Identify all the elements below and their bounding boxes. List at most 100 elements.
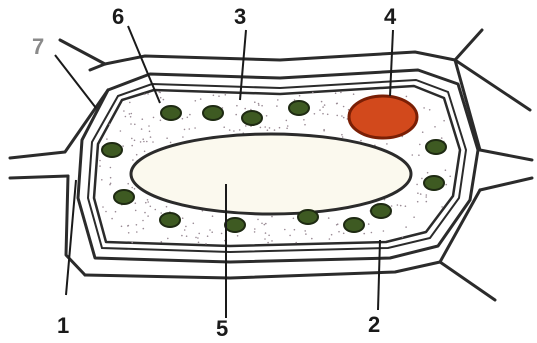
stipple-dot (371, 232, 373, 234)
stipple-dot (105, 211, 107, 213)
label-2: 2 (368, 312, 380, 337)
stipple-dot (265, 232, 267, 234)
stipple-dot (99, 160, 101, 162)
stipple-dot (245, 125, 247, 127)
stipple-dot (254, 101, 256, 103)
stipple-dot (212, 215, 214, 217)
stipple-dot (417, 192, 419, 194)
stipple-dot (327, 114, 329, 116)
stipple-dot (287, 125, 289, 127)
stipple-dot (254, 228, 256, 230)
stipple-dot (136, 231, 138, 233)
stipple-dot (299, 95, 301, 97)
label-7: 7 (32, 34, 44, 59)
stipple-dot (122, 145, 124, 147)
stipple-dot (329, 238, 331, 240)
stipple-dot (322, 113, 324, 115)
stipple-dot (266, 115, 268, 117)
stipple-dot (449, 176, 451, 178)
stipple-dot (161, 241, 163, 243)
label-5: 5 (216, 316, 228, 341)
stipple-dot (233, 130, 235, 132)
stipple-dot (264, 238, 266, 240)
stipple-dot (186, 235, 188, 237)
stipple-dot (363, 233, 365, 235)
stipple-dot (140, 141, 142, 143)
label-6: 6 (112, 4, 124, 29)
stipple-dot (286, 120, 288, 122)
stipple-dot (368, 223, 370, 225)
leader-line-2 (378, 240, 380, 310)
stipple-dot (427, 172, 429, 174)
stipple-dot (195, 237, 197, 239)
stipple-dot (200, 98, 202, 100)
stipple-dot (223, 126, 225, 128)
stipple-dot (163, 99, 165, 101)
stipple-dot (142, 138, 144, 140)
stipple-dot (237, 235, 239, 237)
stipple-dot (130, 123, 132, 125)
label-3: 3 (234, 4, 246, 29)
chloroplast (426, 140, 446, 154)
stipple-dot (422, 131, 424, 133)
stipple-dot (120, 130, 122, 132)
stipple-dot (111, 218, 113, 220)
stipple-dot (127, 183, 129, 185)
stipple-dot (386, 143, 388, 145)
stipple-dot (336, 224, 338, 226)
stipple-dot (134, 188, 136, 190)
stipple-dot (338, 231, 340, 233)
stipple-dot (207, 235, 209, 237)
stipple-dot (400, 205, 402, 207)
chloroplast (289, 101, 309, 115)
stipple-dot (397, 204, 399, 206)
stipple-dot (284, 229, 286, 231)
stipple-dot (322, 106, 324, 108)
stipple-dot (335, 92, 337, 94)
stipple-dot (235, 114, 237, 116)
stipple-dot (353, 93, 355, 95)
stipple-dot (261, 223, 263, 225)
stipple-dot (276, 105, 278, 107)
stipple-dot (417, 201, 419, 203)
stipple-dot (274, 129, 276, 131)
stipple-dot (426, 201, 428, 203)
stipple-dot (136, 224, 138, 226)
stipple-dot (193, 223, 195, 225)
stipple-dot (340, 92, 342, 94)
stipple-dot (218, 95, 220, 97)
stipple-dot (279, 127, 281, 129)
stipple-dot (166, 137, 168, 139)
stipple-dot (445, 169, 447, 171)
stipple-dot (336, 115, 338, 117)
stipple-dot (418, 154, 420, 156)
stipple-dot (129, 102, 131, 104)
stipple-dot (343, 106, 345, 108)
stipple-dot (153, 117, 155, 119)
stipple-dot (146, 141, 148, 143)
stipple-dot (184, 229, 186, 231)
stipple-dot (150, 206, 152, 208)
stipple-dot (167, 238, 169, 240)
stipple-dot (160, 97, 162, 99)
stipple-dot (402, 236, 404, 238)
stipple-dot (413, 216, 415, 218)
stipple-dot (205, 243, 207, 245)
stipple-dot (294, 229, 296, 231)
stipple-dot (260, 127, 262, 129)
stipple-dot (406, 96, 408, 98)
stipple-dot (197, 237, 199, 239)
stipple-dot (311, 238, 313, 240)
stipple-dot (441, 137, 443, 139)
stipple-dot (195, 100, 197, 102)
chloroplast (203, 106, 223, 120)
stipple-dot (135, 210, 137, 212)
stipple-dot (142, 118, 144, 120)
stipple-dot (267, 129, 269, 131)
chloroplast (114, 190, 134, 204)
stipple-dot (121, 226, 123, 228)
chloroplast (161, 106, 181, 120)
stipple-dot (304, 230, 306, 232)
stipple-dot (420, 193, 422, 195)
stipple-dot (419, 144, 421, 146)
